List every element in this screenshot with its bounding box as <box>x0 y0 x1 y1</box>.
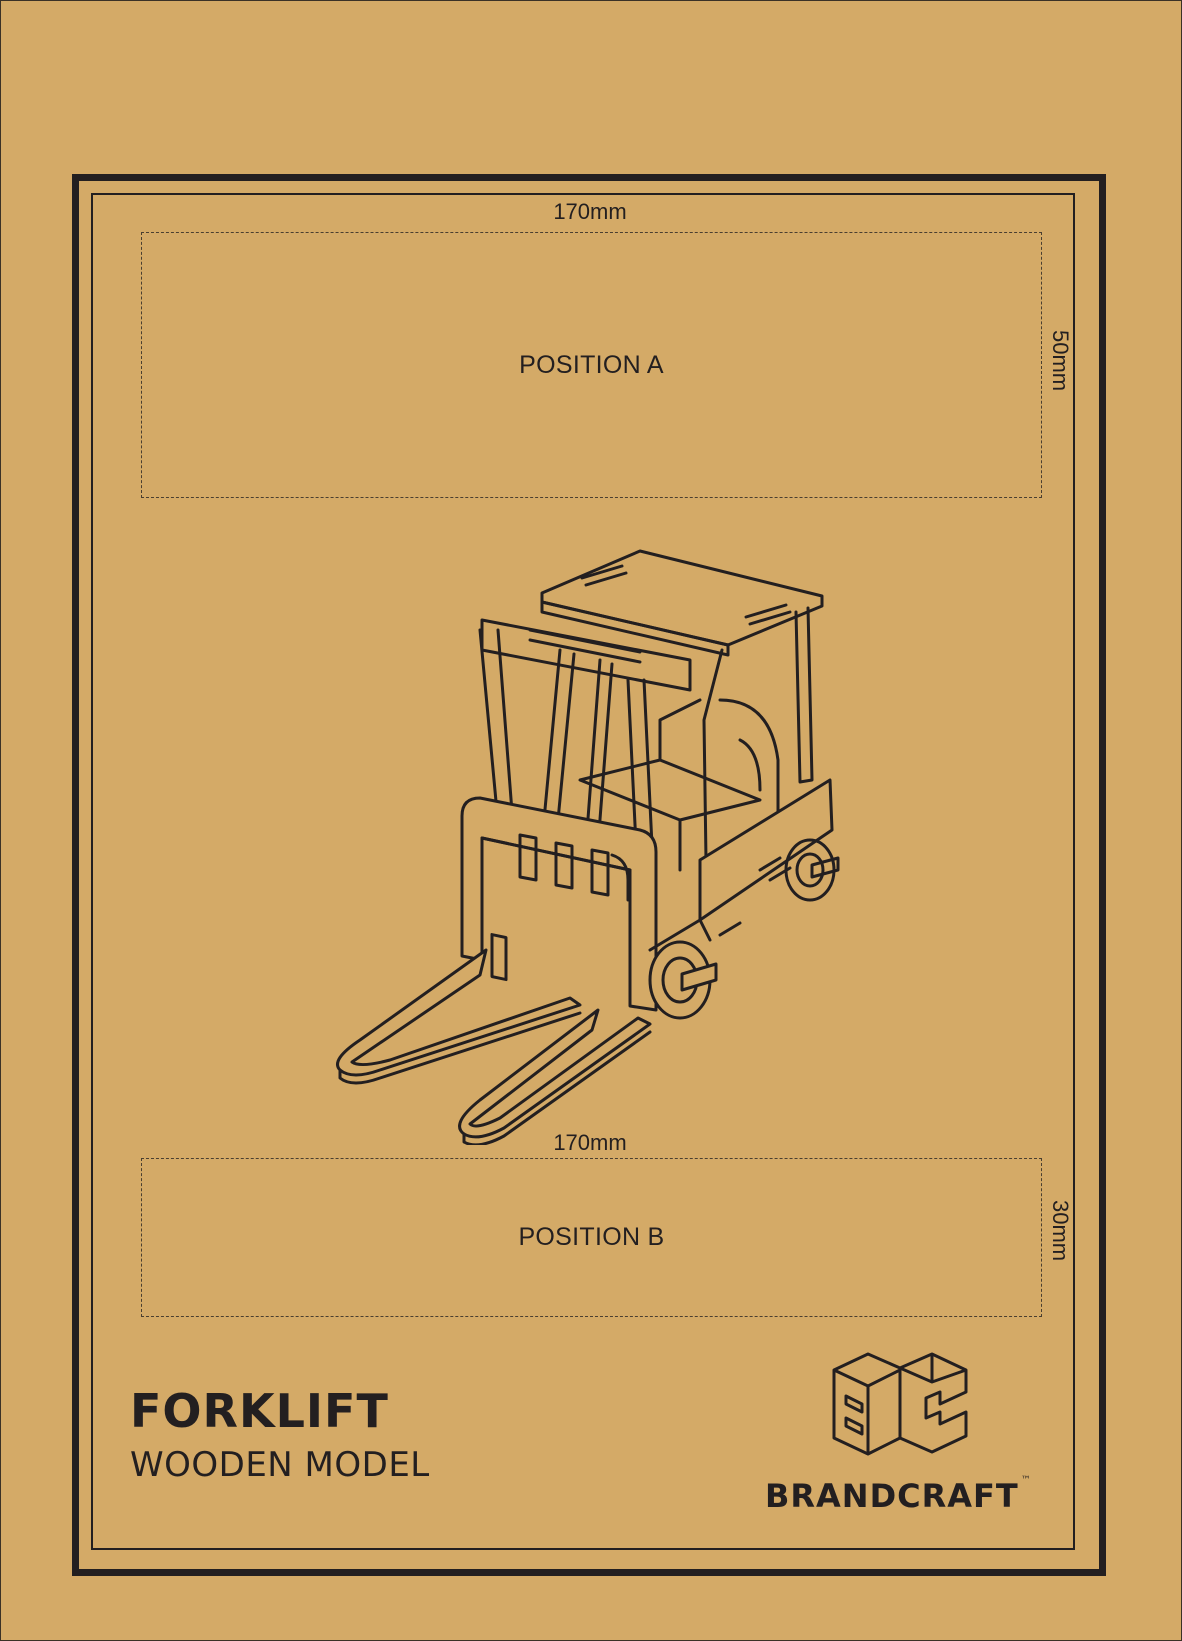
position-a-width-label: 170mm <box>553 199 627 224</box>
product-title-block: FORKLIFT WOODEN MODEL <box>130 1388 430 1482</box>
bc-monogram-icon <box>832 1352 968 1456</box>
brand-name-text: BRANDCRAFT <box>765 1477 1019 1515</box>
position-b-label: POSITION B <box>518 1223 665 1251</box>
product-subtitle: WOODEN MODEL <box>130 1445 430 1485</box>
position-b-height-label: 30mm <box>1048 1200 1073 1262</box>
forklift-illustration <box>336 549 840 1145</box>
inner-frame <box>91 193 1075 1550</box>
position-b-zone: POSITION B <box>141 1158 1042 1317</box>
position-a-zone: POSITION A <box>141 232 1042 498</box>
position-b-width-label: 170mm <box>553 1130 627 1155</box>
outer-frame <box>72 174 1106 1576</box>
trademark-symbol: ™ <box>1020 1475 1032 1486</box>
product-title: FORKLIFT <box>130 1384 389 1438</box>
position-a-label: POSITION A <box>519 350 664 379</box>
position-a-height-label: 50mm <box>1048 330 1073 392</box>
